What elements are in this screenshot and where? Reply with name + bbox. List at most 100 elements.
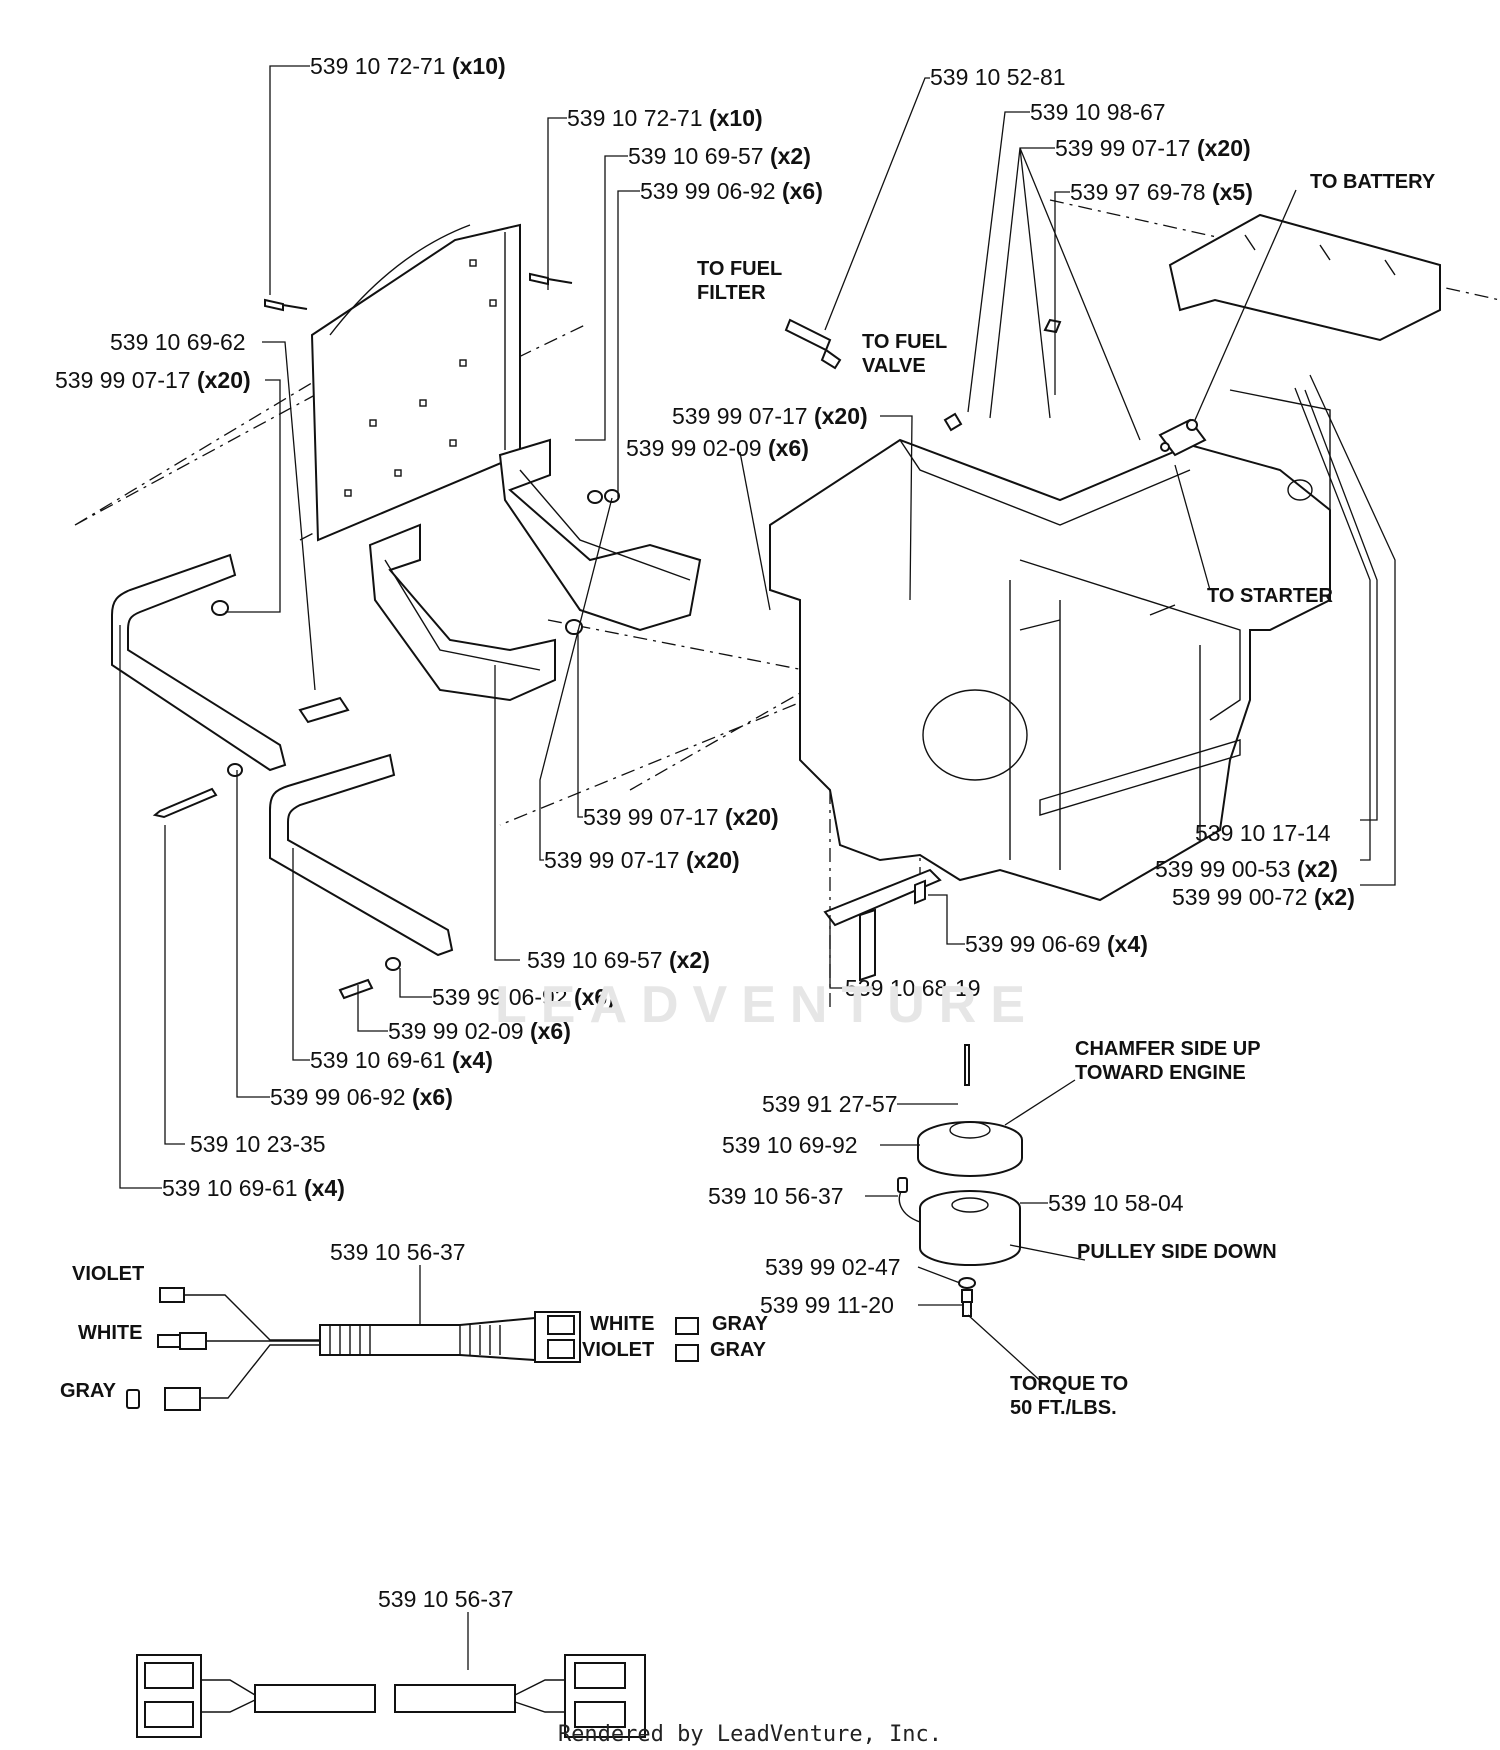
fuel-line: [784, 318, 963, 432]
bent-rod-1: [111, 553, 350, 772]
leader-lines: [119, 65, 1396, 1670]
callout-c6: 539 10 98-67: [1030, 101, 1166, 124]
callout-c25: 539 10 23-35: [190, 1133, 326, 1156]
callout-c4: 539 99 06-92 (x6): [640, 180, 823, 203]
part-number: 539 99 06-92: [640, 178, 776, 204]
bottom-bracket: [823, 868, 942, 982]
callout-c29: 539 10 56-37: [708, 1185, 844, 1208]
callout-c11: 539 99 07-17 (x20): [672, 405, 868, 428]
watermark: LEADVENTURE: [495, 976, 1040, 1034]
part-number: 539 10 68-19: [845, 975, 981, 1001]
part-number: 539 99 07-17: [1055, 135, 1191, 161]
quantity: (x2): [668, 947, 710, 973]
starter-solenoid: [1158, 418, 1207, 457]
bent-rod-2: [269, 753, 454, 957]
part-number: 539 10 69-57: [628, 143, 764, 169]
quantity: (x10): [708, 105, 763, 131]
mounting-plate: [310, 223, 521, 542]
callout-c22: 539 99 02-09 (x6): [388, 1020, 571, 1043]
callout-c32: 539 99 11-20: [760, 1294, 894, 1317]
callout-c23: 539 10 69-61 (x4): [310, 1049, 493, 1072]
quantity: (x6): [781, 178, 823, 204]
callout-c18: 539 10 69-57 (x2): [527, 949, 710, 972]
callout-c21: 539 99 06-92 (x6): [432, 986, 615, 1009]
callout-c7: 539 99 07-17 (x20): [1055, 137, 1251, 160]
callout-c8: 539 97 69-78 (x5): [1070, 181, 1253, 204]
quantity: (x10): [451, 53, 506, 79]
part-number: 539 91 27-57: [762, 1091, 898, 1117]
part-number: 539 10 23-35: [190, 1131, 326, 1157]
s-bracket-upper: [498, 438, 702, 632]
part-number: 539 99 02-47: [765, 1254, 901, 1280]
part-number: 539 99 00-72: [1172, 884, 1308, 910]
part-number: 539 10 56-37: [330, 1239, 466, 1265]
extension-cable: [136, 1654, 646, 1738]
part-number: 539 10 58-04: [1048, 1190, 1184, 1216]
callout-c12: 539 99 02-09 (x6): [626, 437, 809, 460]
part-number: 539 10 69-61: [162, 1175, 298, 1201]
part-number: 539 99 07-17: [583, 804, 719, 830]
part-number: 539 99 06-92: [270, 1084, 406, 1110]
callout-c28: 539 10 69-92: [722, 1134, 858, 1157]
wire-right-gray-1: GRAY: [712, 1313, 768, 1335]
wiring-harness: [126, 1287, 699, 1411]
part-number: 539 10 56-37: [708, 1183, 844, 1209]
callout-c34: 539 10 56-37: [378, 1588, 514, 1611]
callout-c31: 539 99 02-47: [765, 1256, 901, 1279]
wire-right-violet: VIOLET: [582, 1339, 655, 1361]
quantity: (x4): [1106, 931, 1148, 957]
quantity: (x6): [529, 1018, 571, 1044]
part-number: 539 97 69-78: [1070, 179, 1206, 205]
part-number: 539 10 69-92: [722, 1132, 858, 1158]
wire-left-white: WHITE: [78, 1322, 143, 1344]
part-number: 539 99 07-17: [672, 403, 808, 429]
part-number: 539 99 06-69: [965, 931, 1101, 957]
quantity: (x4): [451, 1047, 493, 1073]
part-number: 539 10 72-71: [567, 105, 703, 131]
part-number: 539 10 98-67: [1030, 99, 1166, 125]
part-number: 539 10 69-62: [110, 329, 246, 355]
wire-left-gray: GRAY: [60, 1380, 116, 1402]
part-number: 539 10 17-14: [1195, 820, 1331, 846]
quantity: (x5): [1211, 179, 1253, 205]
part-number: 539 10 52-81: [930, 64, 1066, 90]
callout-c20: 539 10 68-19: [845, 977, 981, 1000]
callout-c19: 539 99 06-69 (x4): [965, 933, 1148, 956]
note-starter: TO STARTER: [1207, 585, 1333, 607]
part-number: 539 10 56-37: [378, 1586, 514, 1612]
part-number: 539 99 02-09: [626, 435, 762, 461]
quantity: (x2): [1313, 884, 1355, 910]
quantity: (x20): [196, 367, 251, 393]
callout-c9: 539 10 69-62: [110, 331, 246, 354]
part-number: 539 99 07-17: [544, 847, 680, 873]
wire-right-gray-2: GRAY: [710, 1339, 766, 1361]
part-number: 539 99 00-53: [1155, 856, 1291, 882]
quantity: (x2): [1296, 856, 1338, 882]
callout-c30: 539 10 58-04: [1048, 1192, 1184, 1215]
frame-assembly: [769, 213, 1441, 902]
quantity: (x20): [813, 403, 868, 429]
quantity: (x6): [411, 1084, 453, 1110]
quantity: (x20): [724, 804, 779, 830]
callout-c24: 539 99 06-92 (x6): [270, 1086, 453, 1109]
part-number: 539 99 07-17: [55, 367, 191, 393]
callout-c14: 539 99 07-17 (x20): [544, 849, 740, 872]
part-number: 539 10 69-57: [527, 947, 663, 973]
quantity: (x6): [767, 435, 809, 461]
callout-c27: 539 91 27-57: [762, 1093, 898, 1116]
quantity: (x20): [685, 847, 740, 873]
callout-c33: 539 10 56-37: [330, 1241, 466, 1264]
wire-right-white: WHITE: [590, 1313, 655, 1335]
footer-credit: Rendered by LeadVenture, Inc.: [557, 1722, 943, 1747]
callout-c26: 539 10 69-61 (x4): [162, 1177, 345, 1200]
note-battery: TO BATTERY: [1310, 171, 1436, 193]
part-number: 539 99 11-20: [760, 1292, 894, 1318]
part-number: 539 10 72-71: [310, 53, 446, 79]
part-number: 539 99 02-09: [388, 1018, 524, 1044]
callout-c17: 539 99 00-72 (x2): [1172, 886, 1355, 909]
callout-c13: 539 99 07-17 (x20): [583, 806, 779, 829]
